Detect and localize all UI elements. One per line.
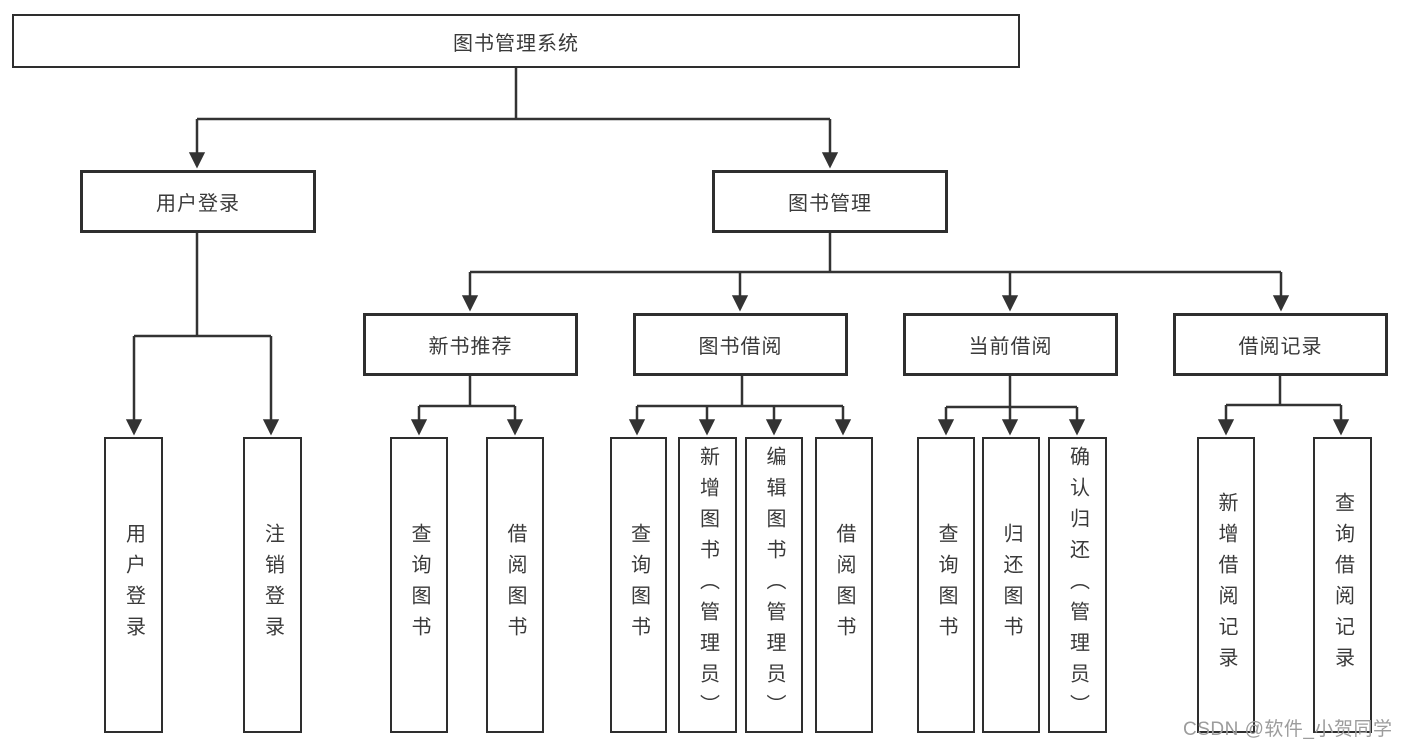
- leaf-borrow-books-rec-label: 借阅图书: [504, 523, 526, 647]
- leaf-query-books-rec: 查询图书: [390, 437, 448, 733]
- connector-new-book-rec-children: [410, 376, 524, 436]
- leaf-query-books-rec-label: 查询图书: [408, 523, 430, 647]
- csdn-watermark: CSDN @软件_小贺同学: [1183, 719, 1393, 740]
- leaf-add-borrow-record: 新增借阅记录: [1197, 437, 1255, 733]
- connector-user-login-children: [125, 233, 280, 436]
- leaf-edit-books-admin-label: 编辑图书（管理员）: [763, 445, 785, 725]
- node-current-borrow: 当前借阅: [903, 313, 1118, 376]
- node-user-login-label: 用户登录: [156, 193, 240, 215]
- leaf-query-books-current-label: 查询图书: [935, 523, 957, 647]
- leaf-query-books-borrow-label: 查询图书: [627, 523, 650, 647]
- leaf-confirm-return-admin-label: 确认归还（管理员）: [1066, 445, 1089, 725]
- connector-book-borrow-children: [628, 376, 852, 436]
- node-root: 图书管理系统: [12, 14, 1020, 68]
- leaf-user-login: 用户登录: [104, 437, 163, 733]
- leaf-query-books-borrow: 查询图书: [610, 437, 667, 733]
- node-book-mgmt: 图书管理: [712, 170, 948, 233]
- node-borrow-records-label: 借阅记录: [1238, 336, 1323, 358]
- leaf-logout-label: 注销登录: [261, 523, 284, 647]
- connector-current-borrow-children: [937, 376, 1086, 436]
- leaf-add-books-admin-label: 新增图书（管理员）: [696, 445, 719, 725]
- node-root-label: 图书管理系统: [453, 32, 579, 55]
- leaf-edit-books-admin: 编辑图书（管理员）: [745, 437, 803, 733]
- leaf-borrow-books-label: 借阅图书: [833, 523, 855, 647]
- node-book-borrow-label: 图书借阅: [698, 336, 783, 358]
- connector-borrow-records-children: [1217, 376, 1350, 436]
- node-new-book-rec-label: 新书推荐: [428, 336, 513, 358]
- node-user-login: 用户登录: [80, 170, 316, 233]
- leaf-query-books-current: 查询图书: [917, 437, 975, 733]
- leaf-return-books: 归还图书: [982, 437, 1040, 733]
- leaf-user-login-label: 用户登录: [122, 523, 145, 647]
- leaf-add-books-admin: 新增图书（管理员）: [678, 437, 737, 733]
- leaf-logout: 注销登录: [243, 437, 302, 733]
- node-book-mgmt-label: 图书管理: [788, 193, 872, 215]
- node-current-borrow-label: 当前借阅: [968, 336, 1053, 358]
- connector-book-mgmt-children: [461, 233, 1290, 312]
- leaf-query-borrow-record: 查询借阅记录: [1313, 437, 1372, 733]
- leaf-borrow-books-rec: 借阅图书: [486, 437, 544, 733]
- leaf-confirm-return-admin: 确认归还（管理员）: [1048, 437, 1107, 733]
- leaf-return-books-label: 归还图书: [1000, 523, 1022, 647]
- leaf-query-borrow-record-label: 查询借阅记录: [1331, 492, 1354, 678]
- node-borrow-records: 借阅记录: [1173, 313, 1388, 376]
- leaf-borrow-books: 借阅图书: [815, 437, 873, 733]
- leaf-add-borrow-record-label: 新增借阅记录: [1215, 492, 1237, 678]
- node-book-borrow: 图书借阅: [633, 313, 848, 376]
- node-new-book-rec: 新书推荐: [363, 313, 578, 376]
- connector-root-to-level2: [188, 68, 839, 169]
